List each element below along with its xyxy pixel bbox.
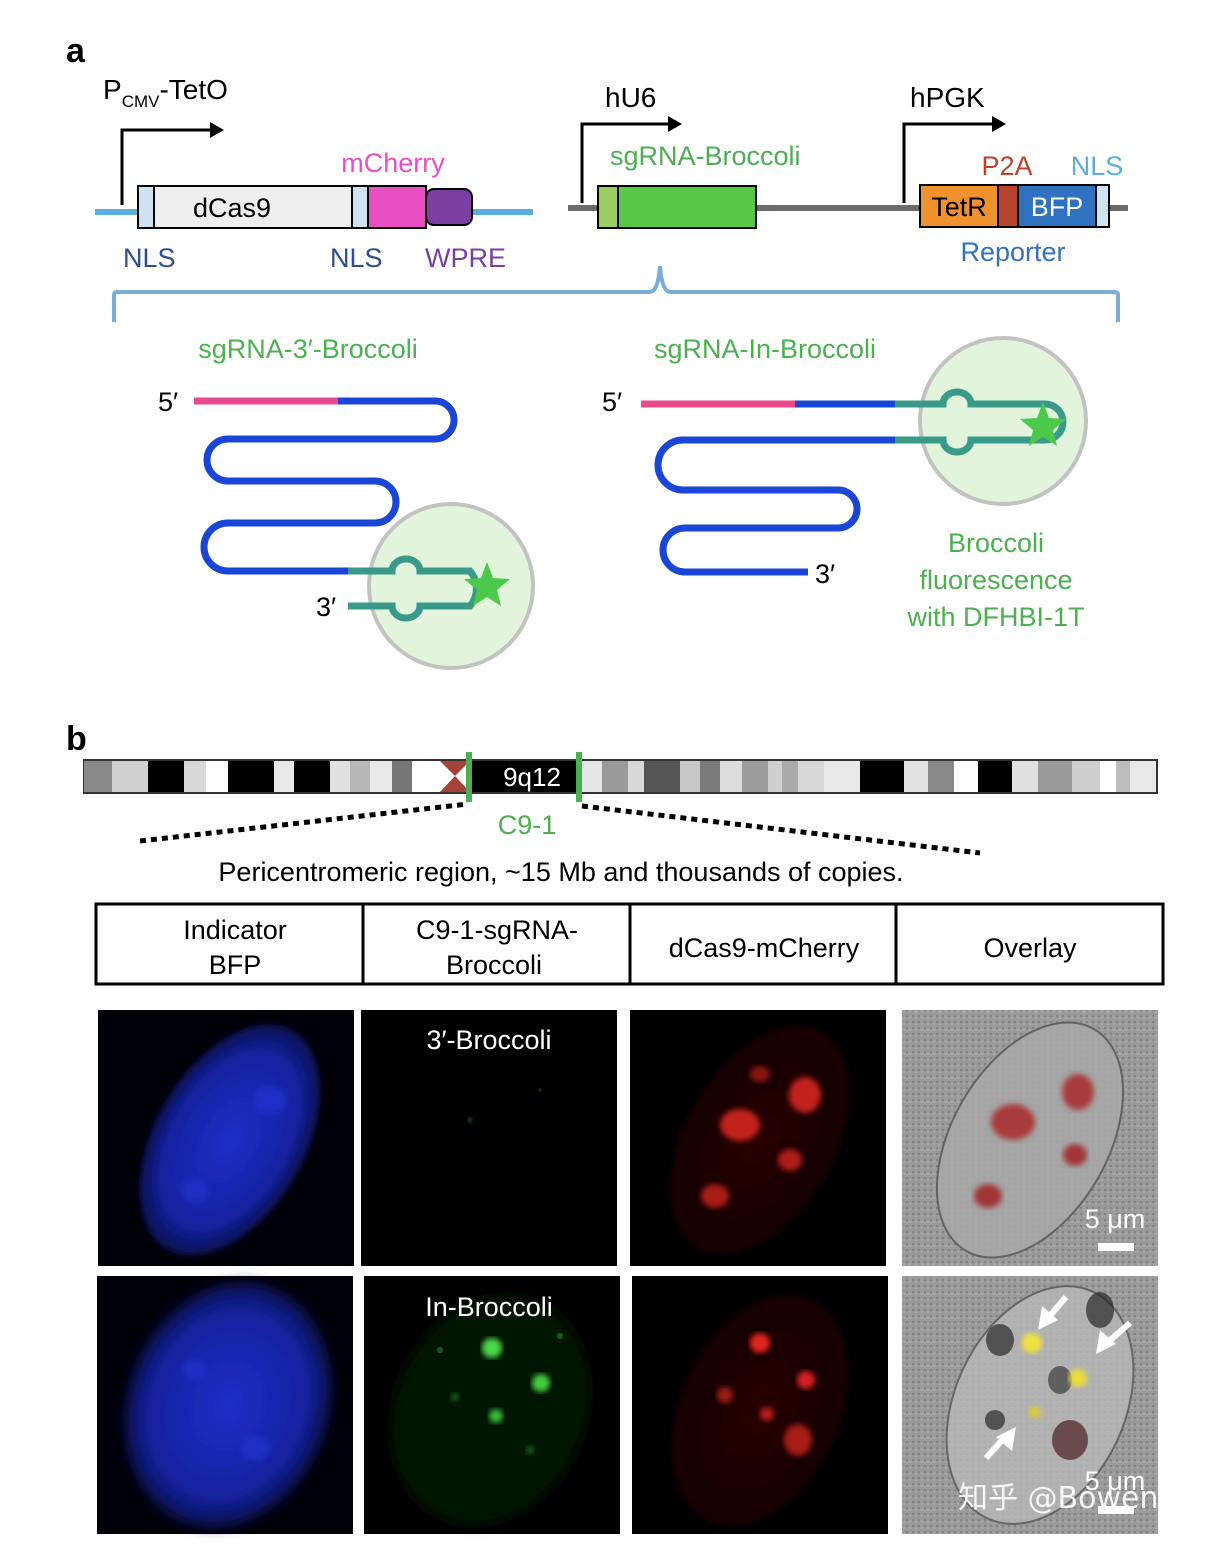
promoter-arrow-cmv	[120, 128, 210, 205]
locus-label: C9-1	[498, 810, 557, 840]
broccoli-caption-line3: with DFHBI-1T	[906, 602, 1084, 632]
row1-label: 3′-Broccoli	[426, 1025, 551, 1055]
scale-bar-label-row2: 5 μm	[1085, 1466, 1146, 1496]
band-label: 9q12	[503, 762, 561, 792]
centromere	[440, 761, 470, 792]
nls-label-right: NLS	[1071, 151, 1124, 181]
left-rna-title: sgRNA-3′-Broccoli	[198, 334, 418, 364]
col-header-mcherry: dCas9-mCherry	[669, 933, 860, 963]
sgrna-broccoli-box	[617, 185, 757, 229]
scale-bar-label-row1: 5 μm	[1085, 1204, 1146, 1234]
image-row1-bfp	[98, 1010, 354, 1266]
scale-bar-row2	[1098, 1506, 1134, 1514]
zoom-line-left	[139, 801, 469, 844]
scale-bar-row1	[1098, 1243, 1134, 1251]
dcas9-label: dCas9	[193, 193, 271, 223]
rna-in-broccoli: sgRNA-In-Broccoli 5′ 3′ Broccoli fluores…	[602, 334, 1088, 632]
broccoli-caption-line2: fluorescence	[919, 565, 1072, 595]
watermark: 知乎 @Bowen	[958, 1481, 1158, 1516]
col-header-broccoli-line1: C9-1-sgRNA-	[416, 915, 578, 945]
right-broccoli-circle	[918, 336, 1088, 506]
arrow-icons	[983, 1295, 1132, 1461]
region-description: Pericentromeric region, ~15 Mb and thous…	[218, 857, 903, 887]
mcherry-label: mCherry	[341, 148, 445, 178]
nls-box-left	[137, 185, 155, 229]
broccoli-caption-line1: Broccoli	[948, 528, 1044, 558]
rna-3prime-broccoli: sgRNA-3′-Broccoli 5′ 3′	[158, 334, 535, 670]
chromosome-ideogram: 9q12	[83, 752, 1158, 802]
row2-label: In-Broccoli	[425, 1292, 553, 1322]
panel-label-b: b	[66, 720, 87, 758]
bracket	[112, 265, 1120, 322]
locus-marker-right	[576, 752, 582, 802]
right-five-prime: 5′	[602, 387, 622, 417]
promoter-cmv-label: PCMV-TetO	[103, 74, 228, 111]
col-header-bfp-line1: Indicator	[183, 915, 287, 945]
p2a-label: P2A	[981, 151, 1032, 181]
image-row1-broccoli: 3′-Broccoli	[361, 1010, 617, 1266]
left-three-prime: 3′	[316, 592, 336, 622]
promoter-hu6-label: hU6	[605, 82, 656, 113]
left-star-icon	[464, 562, 510, 606]
wpre-label: WPRE	[425, 243, 506, 273]
locus-marker-left	[466, 752, 472, 802]
zoom-line-right	[581, 803, 981, 856]
promoter-hpgk-label: hPGK	[910, 82, 985, 113]
nls-box-mid	[351, 185, 369, 229]
column-header-table: Indicator BFP C9-1-sgRNA- Broccoli dCas9…	[94, 902, 1165, 986]
col-header-overlay: Overlay	[983, 933, 1077, 963]
wpre-box	[425, 188, 473, 226]
sgrna-broccoli-label: sgRNA-Broccoli	[610, 141, 801, 171]
panel-label-a: a	[66, 32, 86, 70]
yellow-spot	[1022, 1333, 1042, 1353]
nls-label-mid: NLS	[330, 243, 383, 273]
bfp-label: BFP	[1031, 192, 1084, 222]
col-header-bfp-line2: BFP	[209, 950, 262, 980]
left-broccoli-circle	[367, 502, 535, 670]
left-five-prime: 5′	[158, 387, 178, 417]
image-row1-overlay: 5 μm	[902, 1010, 1158, 1266]
promoter-arrow-hpgk	[902, 122, 992, 203]
bfp-box	[1017, 184, 1097, 228]
image-row2-bfp	[97, 1276, 353, 1534]
construct-dcas9: PCMV-TetO dCas9 mCherry NLS NLS WPRE	[95, 74, 533, 273]
mcherry-box	[367, 185, 427, 229]
right-star-icon	[1020, 402, 1066, 446]
image-row2-mcherry	[632, 1276, 888, 1534]
promoter-arrow-hu6	[580, 122, 668, 203]
right-rna-title: sgRNA-In-Broccoli	[654, 334, 876, 364]
tetr-label: TetR	[931, 192, 987, 222]
nls-label-left: NLS	[123, 243, 176, 273]
image-row2-overlay: 5 μm	[902, 1276, 1158, 1534]
reporter-label: Reporter	[960, 237, 1065, 267]
col-header-broccoli-line2: Broccoli	[446, 950, 542, 980]
image-row2-broccoli: In-Broccoli	[364, 1276, 620, 1534]
right-three-prime: 3′	[815, 559, 835, 589]
image-row1-mcherry	[630, 1010, 886, 1266]
nls-box-right	[1095, 184, 1110, 228]
construct-sgrna-reporter: hU6 sgRNA-Broccoli hPGK TetR BFP P2A NLS…	[568, 82, 1128, 267]
p2a-box	[997, 184, 1019, 228]
